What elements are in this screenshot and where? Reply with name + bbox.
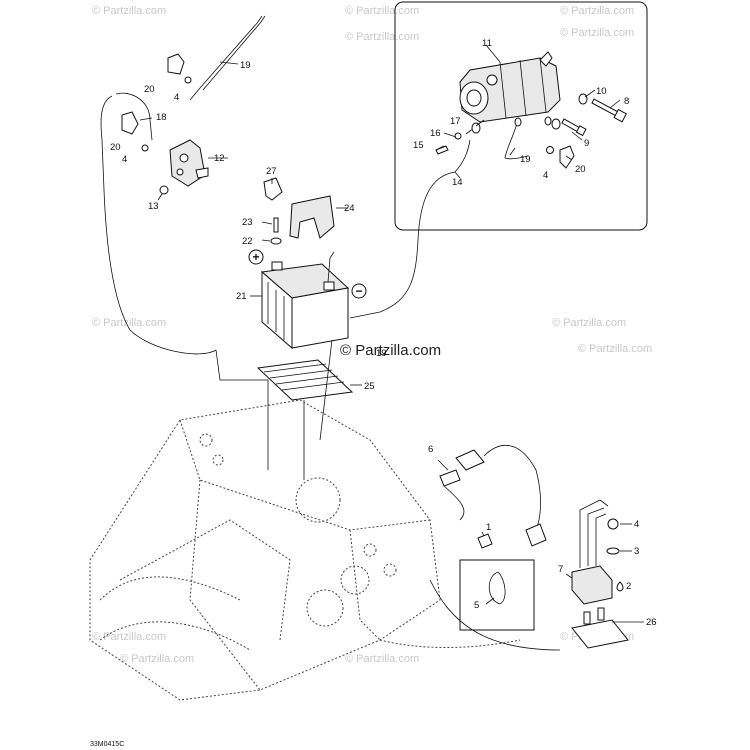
watermark: © Partzilla.com: [345, 5, 419, 17]
negative-terminal-icon: [351, 283, 367, 299]
callout-17: 17: [450, 116, 461, 127]
callout-20a: 20: [575, 164, 586, 175]
callout-7: 7: [558, 564, 563, 575]
washer: [270, 237, 282, 245]
starter-inset-frame: [394, 1, 648, 231]
bracket-26: [571, 607, 629, 649]
callout-16: 16: [430, 128, 441, 139]
watermark: © Partzilla.com: [345, 31, 419, 43]
install-line: [215, 349, 269, 470]
clip-1: [477, 533, 493, 549]
grease-drop-icon: [616, 581, 624, 592]
callout-4a: 4: [543, 170, 548, 181]
callout-8: 8: [624, 96, 629, 107]
terminal-boot: [263, 177, 283, 201]
callout-27: 27: [266, 166, 277, 177]
callout-4d: 4: [634, 519, 639, 530]
callout-2: 2: [626, 581, 631, 592]
battery-strap: [289, 195, 335, 239]
callout-9: 9: [584, 138, 589, 149]
watermark: © Partzilla.com: [560, 5, 634, 17]
watermark: © Partzilla.com: [120, 653, 194, 665]
washer-3: [606, 547, 620, 555]
solenoid-cables: [100, 15, 266, 355]
positive-symbol: +: [252, 250, 259, 264]
negative-symbol: −: [355, 284, 362, 298]
starter-bolts: [544, 93, 627, 137]
callout-23: 23: [242, 217, 253, 228]
cable-14: [349, 171, 456, 319]
harness: [429, 579, 561, 651]
watermarks: © Partzilla.com © Partzilla.com © Partzi…: [92, 5, 652, 665]
drawing-code: 33M0415C: [90, 741, 124, 748]
callouts: 11 10 8 9 19 4 20 16 17 15 14 19 20 4 18…: [110, 38, 657, 628]
relay-7: [525, 499, 613, 605]
clamp-5: [488, 571, 506, 605]
watermark: © Partzilla.com: [560, 27, 634, 39]
callout-10: 10: [596, 86, 607, 97]
clip-detail-frame: [459, 559, 535, 631]
callout-20b: 20: [144, 84, 155, 95]
callout-11: 11: [482, 38, 492, 49]
screw: [273, 217, 279, 233]
callout-4b: 4: [174, 92, 179, 103]
watermark: © Partzilla.com: [345, 653, 419, 665]
watermark-center: © Partzilla.com: [340, 342, 441, 359]
callout-12: 12: [214, 153, 225, 164]
callout-19b: 19: [240, 60, 251, 71]
nut-4: [607, 518, 619, 530]
callout-22: 22: [242, 236, 253, 247]
positive-terminal-icon: [248, 249, 264, 265]
starter-cable-inset: [435, 117, 575, 173]
callout-21: 21: [236, 291, 247, 302]
battery: [260, 251, 350, 350]
starter-motor: [459, 51, 561, 123]
callout-13: 13: [148, 201, 159, 212]
callout-26: 26: [646, 617, 657, 628]
callout-5: 5: [474, 600, 479, 611]
callout-15: 15: [413, 140, 424, 151]
watermark: © Partzilla.com: [92, 5, 166, 17]
watermark: © Partzilla.com: [552, 317, 626, 329]
callout-19a: 19: [520, 154, 531, 165]
callout-24: 24: [344, 203, 355, 214]
connector-6: [439, 444, 541, 531]
callout-18: 18: [156, 112, 167, 123]
callout-6: 6: [428, 444, 433, 455]
callout-4c: 4: [122, 154, 127, 165]
solenoid: [169, 139, 209, 187]
callout-3: 3: [634, 546, 639, 557]
watermark: © Partzilla.com: [92, 631, 166, 643]
leader-lines: [139, 44, 644, 623]
watermark: © Partzilla.com: [578, 343, 652, 355]
callout-20c: 20: [110, 142, 121, 153]
callout-1: 1: [486, 522, 491, 533]
callout-19c: 19: [376, 348, 387, 359]
watermark: © Partzilla.com: [92, 317, 166, 329]
callout-25: 25: [364, 381, 375, 392]
callout-14: 14: [452, 177, 463, 188]
